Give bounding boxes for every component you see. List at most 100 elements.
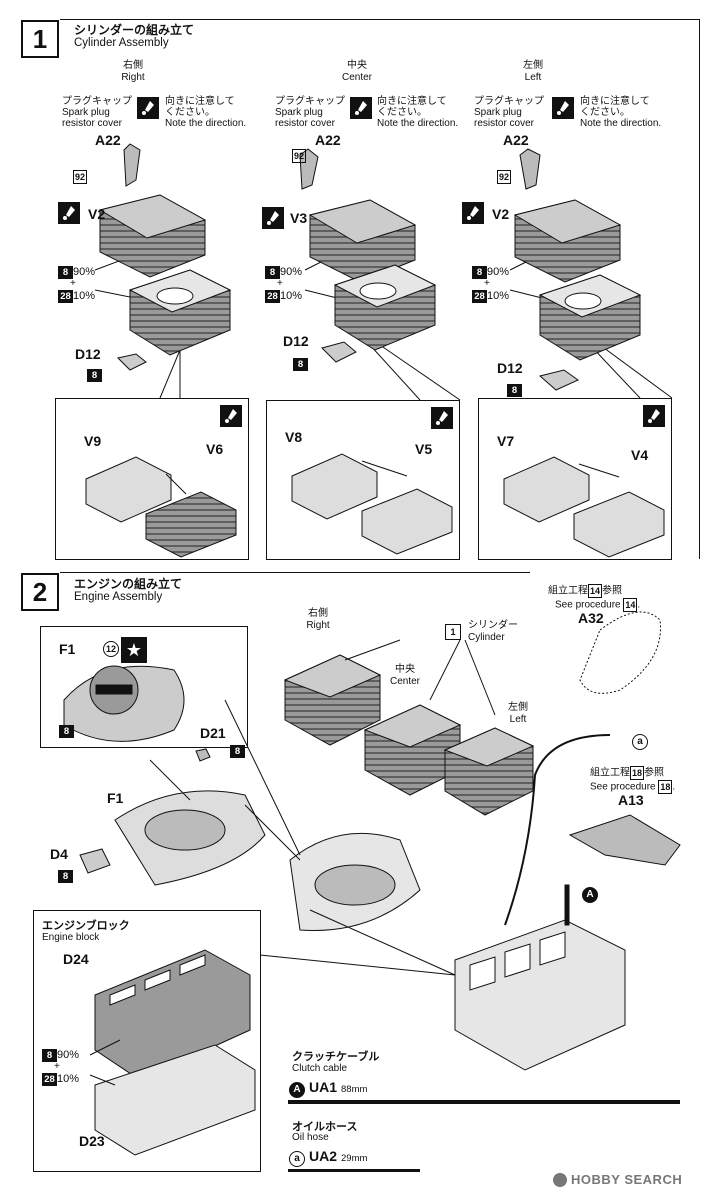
col1-side-jp: 右側 (123, 60, 143, 71)
step2-leader-lines (89, 639, 496, 1086)
col3-mix1: 90% (487, 266, 510, 278)
clutch-en: Clutch cable (292, 1063, 348, 1074)
col1-cap-part: A22 (95, 132, 121, 148)
col1-note-jp1: 向きに注意して (165, 96, 235, 107)
d4-code: 8 (58, 870, 73, 883)
col3-cap-en1: Spark plug (474, 107, 522, 118)
cover-inset-code: 8 (59, 725, 74, 738)
step2-number: 2 (21, 573, 59, 611)
cyl-right-jp: 右側 (308, 608, 328, 619)
ref14-en-num: 14 (623, 598, 638, 612)
oil-part: UA2 (309, 1148, 338, 1164)
col2-plus: + (277, 278, 283, 289)
col1-head-part: V2 (88, 206, 106, 222)
step1-col3-drawing (513, 148, 642, 391)
step2-title-jp: エンジンの組み立て (74, 577, 183, 591)
ref14-jp-pre: 組立工程 (548, 585, 588, 597)
cylinder-ref-en: Cylinder (468, 632, 505, 643)
ref14-num: 14 (588, 584, 602, 598)
clutch-jp: クラッチケーブル (292, 1051, 380, 1063)
col3-paint-code: 92 (497, 170, 511, 184)
clutch-length: 88mm (341, 1084, 368, 1095)
col3-mix2: 10% (487, 290, 510, 302)
d21-part: D21 (200, 725, 226, 741)
oil-length-bar (288, 1169, 420, 1172)
col3-mix1-code: 8 (472, 266, 487, 279)
ref18-jp-pre: 組立工程 (590, 767, 630, 779)
col2-note-jp1: 向きに注意して (377, 96, 447, 107)
col3-note-jp1: 向きに注意して (580, 96, 650, 107)
step1-title-jp: シリンダーの組み立て (74, 23, 195, 37)
paint-brush-icon (462, 202, 484, 224)
ref18-jp-post: 参照 (644, 767, 664, 779)
oil-marker: a (289, 1150, 305, 1167)
col2-note-jp2: ください。 (377, 107, 427, 118)
f1-part: F1 (107, 790, 124, 806)
step1-col2-drawing (299, 148, 437, 363)
cylinder-ref-jp: シリンダー (468, 620, 518, 631)
cyl-left-jp: 左側 (508, 702, 528, 713)
col3-mix2-code: 28 (472, 290, 487, 303)
col2-cap-part: A22 (315, 132, 341, 148)
ref14-part: A32 (578, 610, 604, 626)
paint-brush-icon (643, 405, 665, 427)
inset2-drawing (291, 453, 453, 555)
col1-mix1: 90% (73, 266, 96, 278)
col2-small-code: 8 (293, 358, 308, 371)
col2-cap-en1: Spark plug (275, 107, 323, 118)
step1-inset-left: V7 V4 (478, 398, 672, 560)
col2-head-part: V3 (290, 210, 308, 226)
step1-inset-center: V8 V5 (266, 400, 460, 560)
col1-cap-en1: Spark plug (62, 107, 110, 118)
col3-side-en: Left (524, 72, 542, 83)
engine-block-top: D24 (63, 951, 89, 967)
eb-mix1: 90% (57, 1049, 80, 1061)
d21-code: 8 (230, 745, 245, 758)
step1-title-en: Cylinder Assembly (74, 37, 169, 49)
col2-mix2: 10% (280, 290, 303, 302)
ref14-jp-post: 参照 (602, 585, 622, 597)
col1-small-part: D12 (75, 346, 101, 362)
inset2-right-part: V5 (415, 441, 433, 457)
col3-small-part: D12 (497, 360, 523, 376)
clutch-marker: A (289, 1081, 305, 1098)
cyl-center-jp: 中央 (395, 664, 415, 675)
star-icon: ★ (121, 637, 147, 663)
eb-plus: + (54, 1061, 60, 1072)
cyl-right-en: Right (306, 620, 330, 631)
col3-cap-jp: プラグキャップ (474, 96, 544, 107)
ref18-en-num: 18 (658, 780, 673, 794)
col2-small-part: D12 (283, 333, 309, 349)
step2-title-en: Engine Assembly (74, 591, 163, 603)
inset3-right-part: V4 (631, 447, 649, 463)
paint-brush-icon (552, 97, 574, 119)
step2-border-top (60, 572, 530, 573)
col1-note-jp2: ください。 (165, 107, 215, 118)
col3-note-en: Note the direction. (580, 118, 662, 129)
watermark: HOBBY SEARCH (553, 1172, 682, 1187)
col1-note-en: Note the direction. (165, 118, 247, 129)
ref14-en-post: . (637, 599, 641, 611)
col3-cap-en2: resistor cover (474, 118, 535, 129)
clutch-length-bar (288, 1100, 680, 1104)
inset2-left-part: V8 (285, 429, 303, 445)
col3-head-part: V2 (492, 206, 510, 222)
col3-plus: + (484, 278, 490, 289)
ref18-en-post: . (672, 781, 676, 793)
oil-en: Oil hose (292, 1132, 329, 1143)
engine-block-jp: エンジンブロック (42, 920, 130, 932)
col2-cap-jp: プラグキャップ (275, 96, 345, 107)
paint-brush-icon (431, 407, 453, 429)
col3-small-code: 8 (507, 384, 522, 397)
ref18-en-pre: See procedure (590, 781, 656, 793)
col1-mix2: 10% (73, 290, 96, 302)
col1-mix2-code: 28 (58, 290, 73, 303)
col1-paint-code: 92 (73, 170, 87, 184)
col3-cap-part: A22 (503, 132, 529, 148)
cylinder-ref-num: 1 (445, 624, 461, 640)
col2-cap-en2: resistor cover (275, 118, 336, 129)
paint-brush-icon (220, 405, 242, 427)
marker-a-small: a (632, 733, 648, 750)
